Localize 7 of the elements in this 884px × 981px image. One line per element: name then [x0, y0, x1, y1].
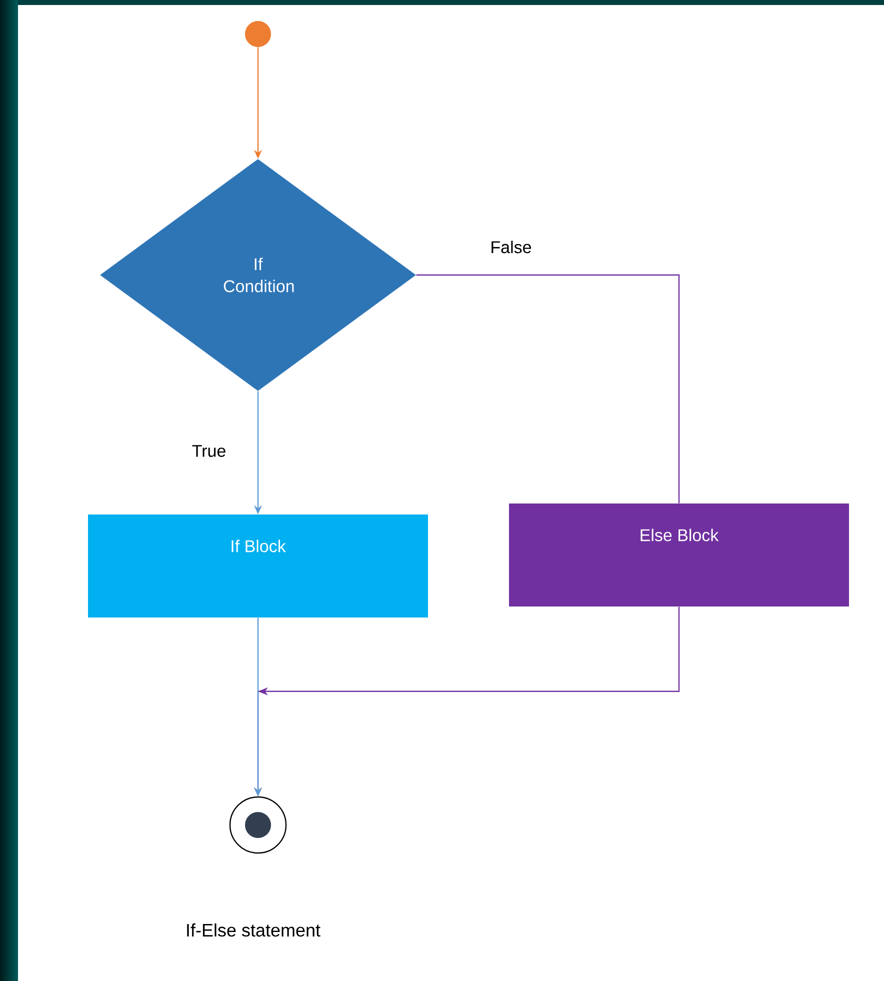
start-circle: [245, 21, 271, 47]
edge-label: False: [489, 240, 533, 254]
caption: If-Else statement: [187, 923, 320, 937]
end-circle: [229, 796, 287, 854]
process-box: If Block: [88, 514, 428, 618]
process-box: Else Block: [509, 504, 849, 606]
edge-label: True: [190, 444, 228, 458]
